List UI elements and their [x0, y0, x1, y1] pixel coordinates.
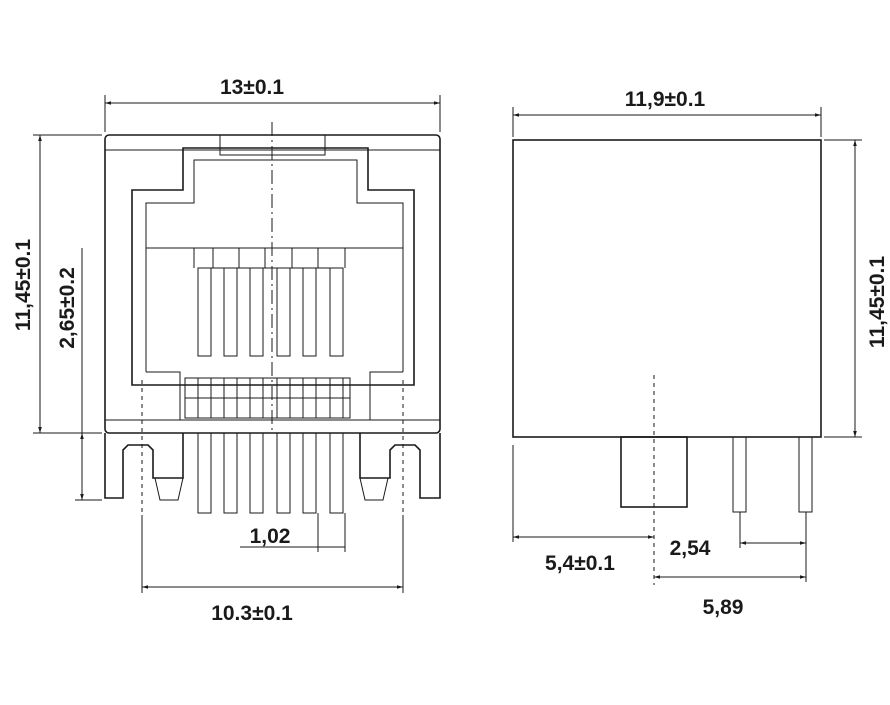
pin-6	[329, 432, 344, 514]
pin-pitch-label: 1,02	[250, 525, 291, 548]
front-view: 13±0.1 11,45±0.1 2,65±0.2 1,02 10.3±0.1	[12, 76, 441, 625]
side-width-label: 11,9±0.1	[625, 88, 706, 111]
row-span-label: 5,89	[703, 596, 744, 619]
contact-5	[302, 267, 317, 357]
side-pin-1	[732, 436, 747, 513]
contact-3	[249, 267, 264, 357]
jack-opening	[131, 147, 415, 386]
pin-4	[276, 432, 291, 514]
left-mounting-post	[104, 433, 184, 499]
side-pin-2	[798, 436, 813, 513]
side-height-label: 11,45±0.1	[866, 256, 889, 348]
upper-contacts	[193, 248, 346, 357]
front-pins	[197, 432, 344, 514]
contact-6	[329, 267, 344, 357]
side-housing-outline	[512, 139, 822, 438]
front-width-label: 13±0.1	[220, 76, 284, 99]
row-pitch-label: 2,54	[670, 537, 711, 560]
contact-1	[197, 267, 212, 357]
pin-1	[197, 432, 212, 514]
pin-span-label: 10.3±0.1	[211, 602, 293, 625]
pin-offset-label: 5,4±0.1	[545, 552, 615, 575]
pin-3	[249, 432, 264, 514]
lower-contact-grid	[184, 377, 351, 419]
contact-2	[223, 267, 238, 357]
front-height-label: 11,45±0.1	[12, 239, 35, 331]
side-view: 11,9±0.1 11,45±0.1 5,4±0.1 2,54 5,89	[512, 88, 889, 619]
pin-height-label: 2,65±0.2	[56, 267, 79, 349]
pin-2	[223, 432, 238, 514]
right-mounting-post	[359, 433, 441, 499]
contact-4	[276, 267, 291, 357]
pin-5	[302, 432, 317, 514]
